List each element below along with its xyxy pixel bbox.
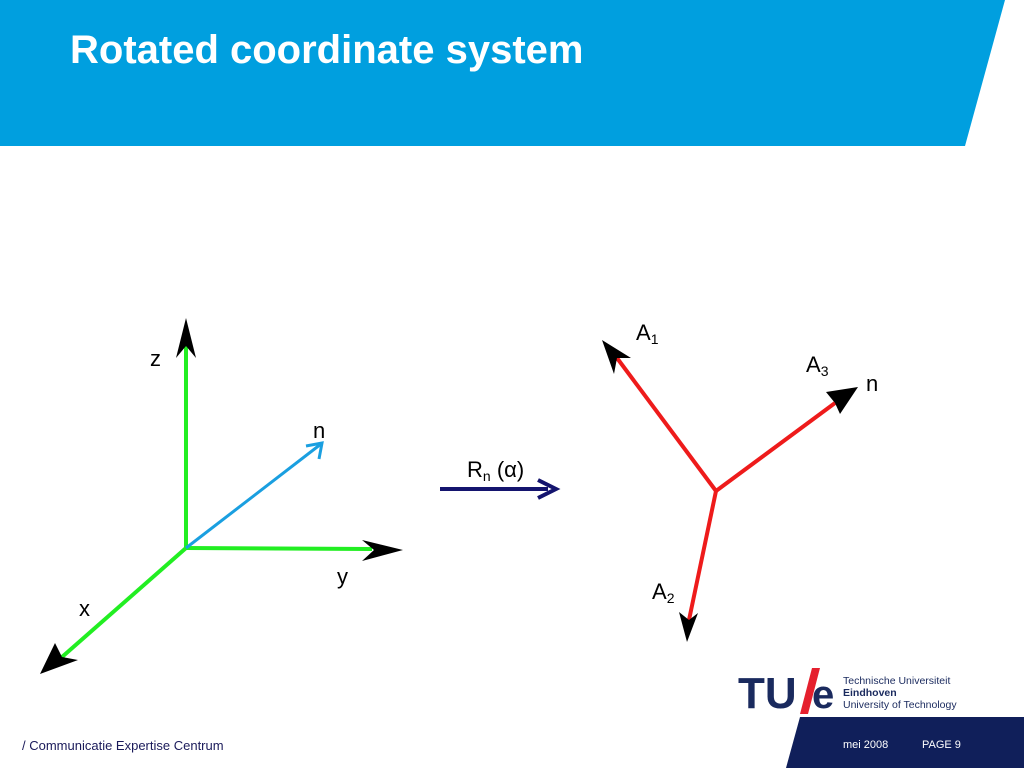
- a1-arrowhead: [602, 340, 631, 374]
- a3-axis: [714, 401, 837, 493]
- rotation-label: Rn (α): [467, 457, 525, 484]
- a3-main: A: [806, 352, 821, 377]
- z-arrowhead: [176, 318, 196, 358]
- a2-main: A: [652, 579, 667, 604]
- x-label: x: [79, 596, 90, 621]
- rotation-symbol: R: [467, 457, 483, 482]
- y-axis: [185, 546, 373, 551]
- a3-label: A3: [806, 352, 829, 379]
- n-vector-arrowhead: [305, 441, 324, 460]
- footer-page-number: PAGE 9: [922, 739, 961, 751]
- footer-date: mei 2008: [843, 739, 889, 751]
- a1-axis: [615, 356, 718, 493]
- tue-logo: TU e: [738, 668, 834, 718]
- logo-text-line3: University of Technology: [843, 699, 957, 711]
- a2-arrowhead: [679, 612, 698, 642]
- n-label-right: n: [866, 371, 879, 396]
- z-label: z: [150, 346, 161, 371]
- n-vector: [185, 442, 322, 550]
- rotation-arrow: [440, 478, 561, 500]
- a1-label: A1: [636, 320, 659, 347]
- x-arrowhead: [40, 643, 78, 674]
- y-label: y: [337, 564, 348, 589]
- logo-text-line1: Technische Universiteit: [843, 675, 951, 687]
- n-label-left: n: [313, 418, 326, 443]
- a1-subscript: 1: [650, 331, 659, 347]
- a1-main: A: [636, 320, 651, 345]
- x-axis: [60, 546, 188, 659]
- rotation-argument: (α): [496, 457, 525, 482]
- slide-title: Rotated coordinate system: [70, 28, 584, 72]
- right-axes: [602, 340, 858, 642]
- rotation-subscript: n: [482, 468, 491, 484]
- svg-text:TU: TU: [738, 669, 797, 718]
- a3-subscript: 3: [820, 363, 829, 379]
- a3-arrowhead: [826, 387, 858, 414]
- a2-label: A2: [652, 579, 675, 606]
- footer-department: / Communicatie Expertise Centrum: [22, 738, 224, 753]
- svg-text:e: e: [812, 673, 834, 717]
- left-axes: [40, 318, 403, 674]
- logo-text-line2: Eindhoven: [843, 687, 897, 699]
- a2-subscript: 2: [666, 590, 675, 606]
- a2-axis: [687, 490, 718, 621]
- y-arrowhead: [362, 540, 403, 561]
- header-band: [0, 0, 1005, 146]
